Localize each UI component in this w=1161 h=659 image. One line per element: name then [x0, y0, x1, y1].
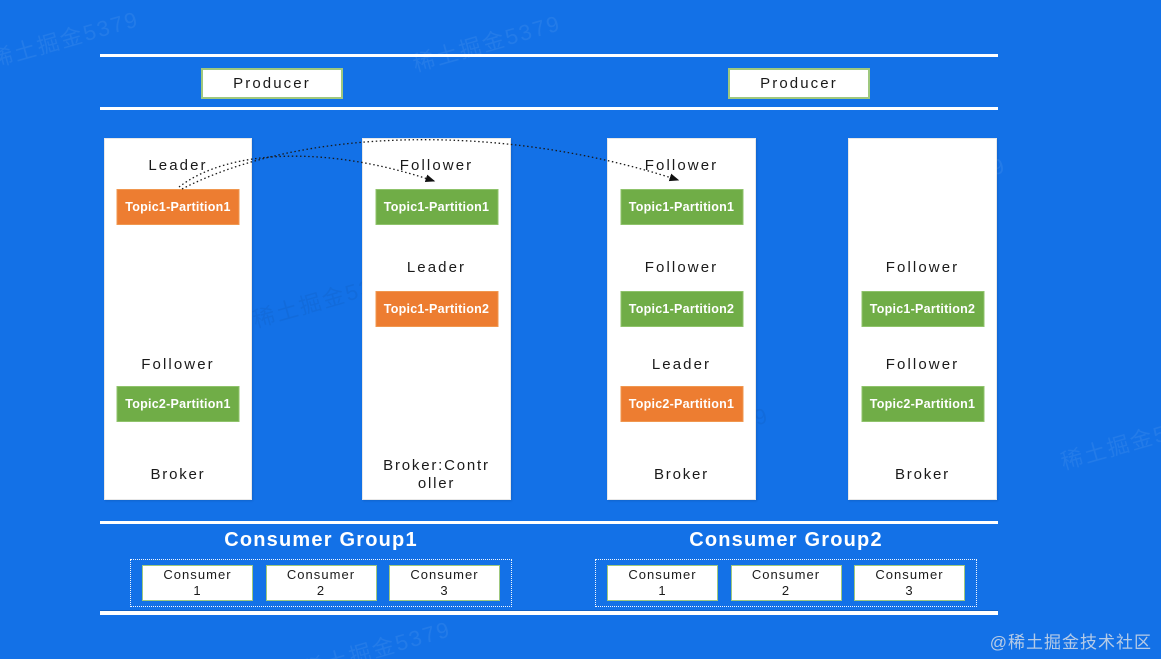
role-label: Follower	[885, 259, 960, 276]
partition-box: Topic1-Partition1	[375, 189, 498, 225]
producer-rail-bottom	[100, 107, 998, 110]
consumer-box: Consumer 2	[730, 565, 842, 601]
consumer-label: Consumer	[628, 566, 697, 582]
partition-box: Topic2-Partition1	[861, 386, 984, 422]
broker-panel-1: Leader Topic1-Partition1 Follower Topic2…	[104, 138, 252, 500]
consumer-box: Consumer 3	[854, 565, 965, 601]
role-label: Follower	[644, 157, 719, 174]
producer-rail-top	[100, 54, 998, 57]
consumer-group1-box: Consumer 1 Consumer 2 Consumer 3	[130, 559, 512, 607]
consumer-group2-title: Consumer Group2	[689, 529, 883, 551]
partition-box: Topic2-Partition1	[620, 386, 743, 422]
consumer-group1-title: Consumer Group1	[224, 529, 418, 551]
faint-watermark: 稀土掘金5379	[299, 616, 454, 659]
partition-box: Topic1-Partition1	[620, 189, 743, 225]
site-watermark: @稀土掘金技术社区	[989, 633, 1152, 652]
broker-panel-4: Follower Topic1-Partition2 Follower Topi…	[848, 138, 997, 500]
broker-panel-2: Follower Topic1-Partition1 Leader Topic1…	[362, 138, 511, 500]
consumer-number: 3	[440, 583, 449, 598]
broker-panel-3: Follower Topic1-Partition1 Follower Topi…	[607, 138, 756, 500]
role-label: Follower	[885, 356, 960, 373]
role-label: Follower	[399, 157, 474, 174]
broker-name: Broker	[150, 466, 206, 484]
consumer-box: Consumer 1	[142, 565, 253, 601]
role-label: Follower	[644, 259, 719, 276]
consumer-number: 2	[316, 583, 326, 598]
consumer-box: Consumer 2	[265, 565, 377, 601]
consumer-group2-box: Consumer 1 Consumer 2 Consumer 3	[595, 559, 977, 607]
producer-box-2: Producer	[728, 68, 870, 99]
role-label: Leader	[148, 157, 208, 174]
role-label: Leader	[406, 259, 467, 276]
consumer-number: 1	[658, 583, 667, 598]
consumer-number: 1	[193, 583, 202, 598]
producer-label: Producer	[760, 75, 838, 92]
role-label: Leader	[651, 356, 712, 373]
partition-box: Topic1-Partition1	[116, 189, 240, 225]
consumer-rail-bottom	[100, 611, 998, 615]
consumer-label: Consumer	[410, 566, 479, 582]
producer-label: Producer	[233, 75, 311, 92]
consumer-label: Consumer	[163, 566, 232, 582]
consumer-number: 3	[905, 583, 914, 598]
broker-name: Broker:Controller	[383, 456, 490, 493]
partition-box: Topic1-Partition2	[861, 291, 984, 327]
faint-watermark: 稀土掘金5379	[1057, 408, 1161, 475]
consumer-rail-top	[100, 521, 998, 524]
consumer-label: Consumer	[875, 566, 944, 582]
consumer-box: Consumer 3	[389, 565, 500, 601]
broker-name: Broker	[654, 466, 709, 484]
consumer-box: Consumer 1	[607, 565, 718, 601]
producer-box-1: Producer	[201, 68, 343, 99]
consumer-label: Consumer	[286, 566, 356, 582]
faint-watermark: 稀土掘金5379	[0, 6, 142, 73]
partition-box: Topic1-Partition2	[620, 291, 743, 327]
partition-box: Topic1-Partition2	[375, 291, 498, 327]
faint-watermark: 稀土掘金5379	[409, 10, 564, 77]
broker-name: Broker	[895, 466, 950, 484]
partition-box: Topic2-Partition1	[116, 386, 240, 422]
consumer-label: Consumer	[751, 566, 821, 582]
role-label: Follower	[141, 356, 215, 373]
consumer-number: 2	[781, 583, 791, 598]
